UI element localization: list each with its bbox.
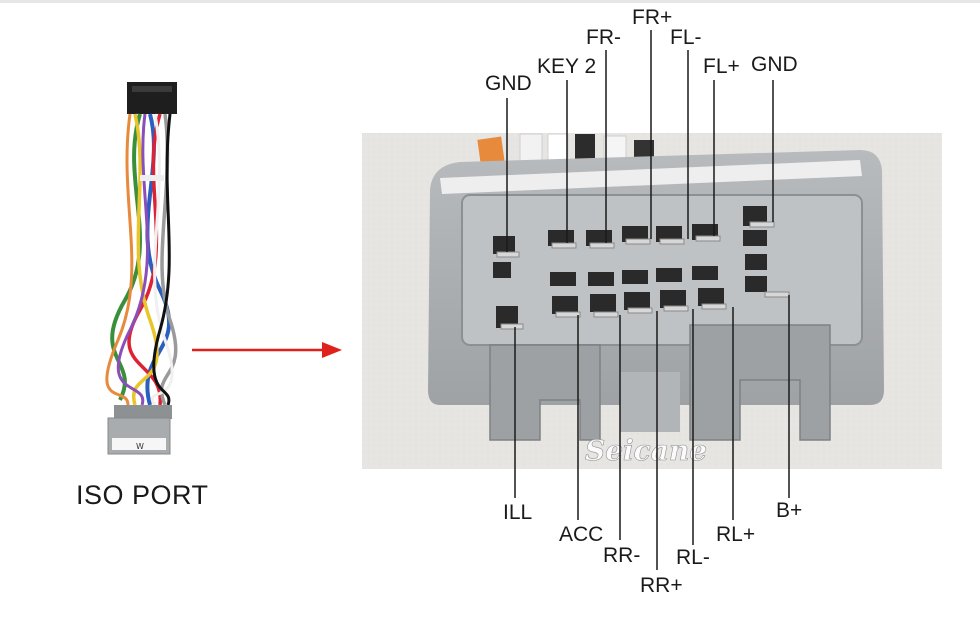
- pin-label-key2: KEY 2: [537, 55, 597, 78]
- pin-label-rl-plus: RL+: [716, 523, 756, 546]
- pin-label-rr-minus: RR-: [603, 544, 641, 567]
- pin-label-gnd-right: GND: [751, 53, 798, 76]
- pin-label-b-plus: B+: [776, 499, 803, 522]
- top-divider: [0, 0, 980, 3]
- top-leader-lines: [506, 30, 774, 252]
- pin-label-fr-plus: FR+: [632, 6, 673, 29]
- pin-label-fl-minus: FL-: [670, 26, 702, 49]
- bottom-leader-lines: [514, 295, 790, 570]
- seicane-watermark: Seicane: [585, 434, 707, 467]
- pin-label-fl-plus: FL+: [703, 55, 740, 78]
- iso-harness-photo: W: [105, 82, 178, 455]
- pin-label-acc: ACC: [559, 523, 604, 546]
- harness-tag: W: [136, 442, 144, 451]
- pin-slots: [493, 206, 767, 328]
- pointer-arrow: [192, 342, 342, 358]
- pin-label-rr-plus: RR+: [640, 574, 683, 597]
- pin-label-fr-minus: FR-: [586, 26, 621, 49]
- connector-shell: [428, 150, 884, 441]
- pin-label-ill: ILL: [503, 501, 533, 524]
- iso-port-caption: ISO PORT: [76, 480, 209, 510]
- metal-pins: [496, 221, 790, 330]
- pin-label-rl-minus: RL-: [676, 546, 710, 569]
- pin-label-gnd-left: GND: [485, 72, 532, 95]
